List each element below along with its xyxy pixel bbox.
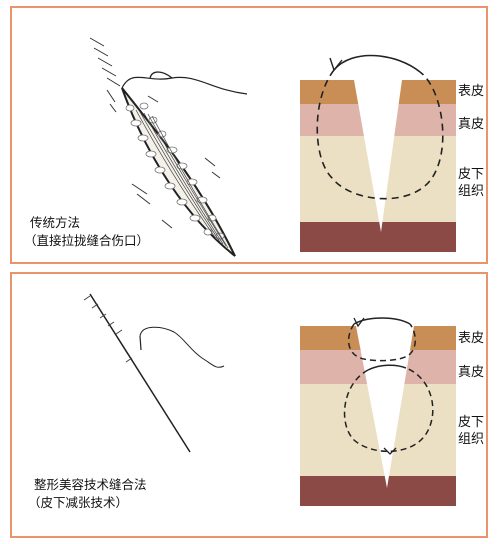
label-subcutis-2: 组织	[458, 184, 485, 199]
closed-incision-drawing	[83, 293, 225, 453]
traditional-skin-cross-section	[300, 54, 456, 252]
cosmetic-suture-subtitle: （皮下减张技术）	[28, 495, 129, 510]
cosmetic-suture-title: 整形美容技术缝合法	[34, 477, 147, 492]
label-dermis: 真皮	[458, 365, 485, 380]
label-epidermis: 表皮	[458, 331, 485, 346]
traditional-method-title: 传统方法	[30, 215, 81, 230]
traditional-method-subtitle: （直接拉拢缝合伤口）	[24, 233, 150, 248]
cosmetic-suture-panel: 整形美容技术缝合法 （皮下减张技术） 表皮 真皮 皮下 组织	[10, 272, 488, 538]
label-subcutis-2: 组织	[458, 432, 485, 447]
cosmetic-skin-cross-section	[300, 317, 456, 506]
label-epidermis: 表皮	[458, 84, 485, 99]
cosmetic-suture-illustration	[83, 293, 456, 506]
label-dermis: 真皮	[458, 117, 485, 132]
label-subcutis-1: 皮下	[458, 415, 485, 430]
traditional-method-illustration	[89, 37, 456, 257]
open-wound-drawing	[89, 37, 248, 257]
label-subcutis-1: 皮下	[458, 167, 485, 182]
traditional-method-panel: 传统方法 （直接拉拢缝合伤口） 表皮 真皮 皮下 组织	[10, 6, 488, 264]
